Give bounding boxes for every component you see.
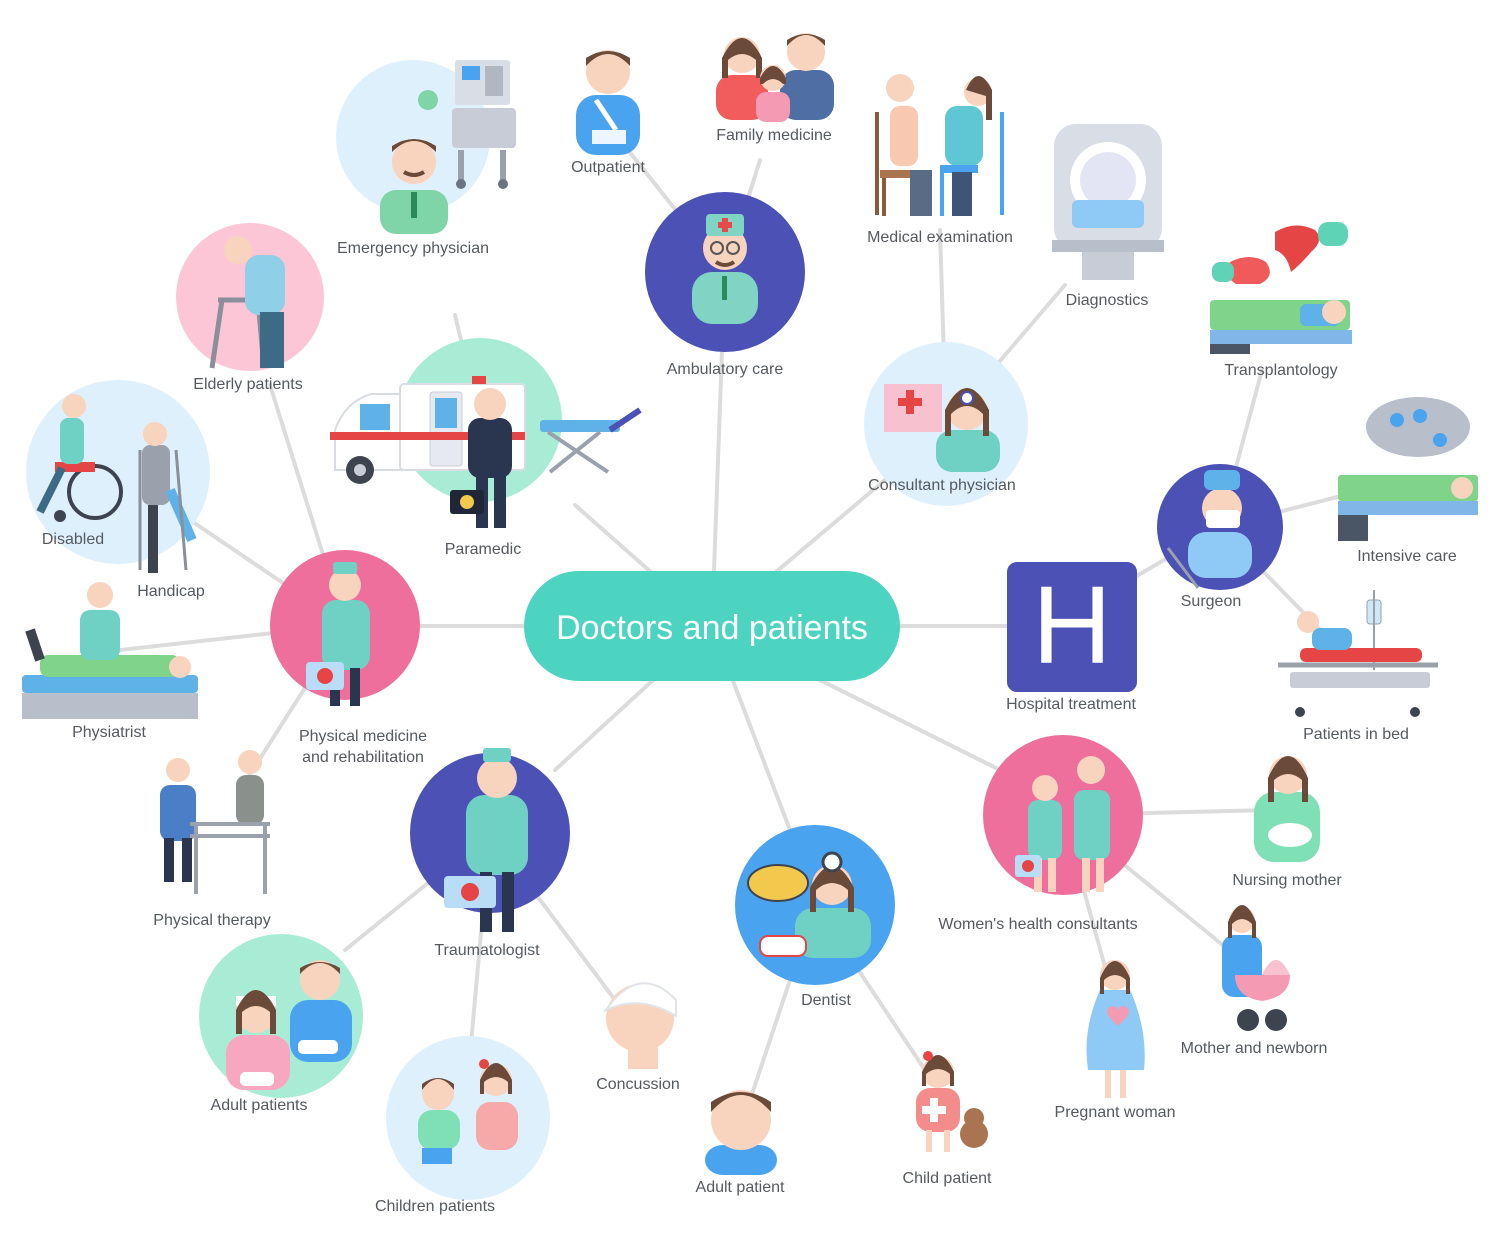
- node-physical-therapy[interactable]: Physical therapy: [153, 750, 271, 929]
- node-elderly-patients[interactable]: Elderly patients: [176, 223, 324, 393]
- node-disabled[interactable]: Disabled: [26, 380, 210, 564]
- surgeon-icon: [1166, 470, 1252, 589]
- hub-node[interactable]: Doctors and patients: [524, 571, 900, 681]
- dentist-icon: [747, 851, 871, 958]
- node-label: Concussion: [596, 1076, 680, 1093]
- nurses-icon: [1015, 756, 1110, 892]
- node-label: Physical medicine: [299, 728, 427, 745]
- trauma-doctor-icon: [444, 748, 528, 932]
- female-doctor-icon: [884, 384, 1000, 472]
- node-outpatient[interactable]: Outpatient: [571, 50, 645, 176]
- node-label: Paramedic: [445, 541, 521, 558]
- node-consultant-physician[interactable]: Consultant physician: [864, 342, 1028, 506]
- doctor-icon: [692, 214, 758, 324]
- node-dentist[interactable]: Dentist: [735, 825, 895, 1009]
- node-label: Dentist: [801, 992, 851, 1009]
- node-womens-health[interactable]: Women's health consultants: [938, 735, 1143, 933]
- node-ambulatory-care[interactable]: Ambulatory care: [645, 192, 805, 378]
- node-label: Children patients: [375, 1198, 495, 1215]
- node-mother-newborn[interactable]: Mother and newborn: [1181, 905, 1328, 1057]
- node-label: Family medicine: [716, 127, 832, 144]
- node-label: Consultant physician: [868, 477, 1016, 494]
- node-label: Diagnostics: [1066, 292, 1149, 309]
- hospital-h-icon: [1007, 562, 1137, 692]
- node-label: Handicap: [137, 583, 205, 600]
- pregnant-icon: [1086, 960, 1145, 1098]
- stroller-icon: [1222, 905, 1290, 1031]
- icu-bed-icon: [1338, 397, 1478, 541]
- stethoscope-exam-icon: [875, 74, 1004, 216]
- node-emergency-physician[interactable]: Emergency physician: [336, 60, 516, 257]
- node-label: Nursing mother: [1232, 872, 1342, 889]
- walker-elderly-icon: [209, 236, 285, 369]
- node-traumatologist[interactable]: Traumatologist: [410, 748, 570, 959]
- hub-label: Doctors and patients: [556, 609, 868, 647]
- node-patients-in-bed[interactable]: Patients in bed: [1278, 590, 1438, 743]
- node-handicap[interactable]: Handicap: [137, 422, 205, 600]
- node-children-patients[interactable]: Children patients: [375, 1036, 550, 1215]
- man-avatar-icon: [705, 1090, 777, 1175]
- node-label: Medical examination: [867, 229, 1013, 246]
- node-label: Intensive care: [1357, 548, 1457, 565]
- node-label: and rehabilitation: [302, 749, 424, 766]
- node-intensive-care[interactable]: Intensive care: [1338, 397, 1478, 565]
- node-family-medicine[interactable]: Family medicine: [716, 33, 834, 144]
- node-adult-patients[interactable]: Adult patients: [199, 934, 363, 1114]
- node-adult-patient[interactable]: Adult patient: [696, 1090, 786, 1196]
- node-diagnostics[interactable]: Diagnostics: [1052, 124, 1164, 309]
- node-label: Elderly patients: [193, 376, 302, 393]
- node-physical-medicine[interactable]: Physical medicine and rehabilitation: [270, 550, 427, 766]
- node-physiatrist[interactable]: Physiatrist: [22, 582, 198, 741]
- hospital-bed-icon: [1278, 590, 1438, 717]
- family-icon: [716, 33, 834, 122]
- doctor-anesthesia-icon: [380, 60, 516, 234]
- node-label: Patients in bed: [1303, 726, 1409, 743]
- head-bandage-icon: [602, 982, 677, 1069]
- children-icon: [418, 1059, 518, 1164]
- physio-table-icon: [22, 582, 198, 719]
- node-label: Adult patients: [211, 1097, 308, 1114]
- organ-transplant-icon: [1210, 222, 1352, 354]
- wheelchair-icon: [36, 394, 123, 522]
- node-paramedic[interactable]: Paramedic: [330, 338, 642, 558]
- node-label: Hospital treatment: [1006, 696, 1136, 713]
- hub-pill: [524, 571, 900, 681]
- ambulance-icon: [330, 376, 642, 528]
- mri-scanner-icon: [1052, 124, 1164, 280]
- hospital-letter: H: [1032, 564, 1111, 687]
- node-surgeon[interactable]: Surgeon: [1157, 464, 1283, 610]
- node-label: Child patient: [903, 1170, 993, 1187]
- node-label: Pregnant woman: [1055, 1104, 1176, 1121]
- node-label: Disabled: [42, 531, 104, 548]
- parallel-bars-icon: [160, 750, 270, 894]
- arm-sling-patient-icon: [576, 50, 640, 155]
- node-child-patient[interactable]: Child patient: [903, 1051, 993, 1187]
- node-label: Traumatologist: [434, 942, 540, 959]
- node-hospital-treatment[interactable]: H Hospital treatment: [1006, 562, 1137, 713]
- node-label: Ambulatory care: [667, 361, 784, 378]
- node-label: Women's health consultants: [938, 916, 1137, 933]
- node-label: Emergency physician: [337, 240, 489, 257]
- nursing-mother-icon: [1254, 756, 1320, 862]
- node-label: Outpatient: [571, 159, 645, 176]
- node-label: Physical therapy: [153, 912, 270, 929]
- node-nursing-mother[interactable]: Nursing mother: [1232, 756, 1342, 889]
- node-concussion[interactable]: Concussion: [596, 982, 680, 1093]
- node-label: Adult patient: [696, 1179, 786, 1196]
- bandaged-adults-icon: [226, 960, 352, 1090]
- node-label: Physiatrist: [72, 724, 146, 741]
- girl-teddy-icon: [916, 1051, 988, 1152]
- node-pregnant-woman[interactable]: Pregnant woman: [1055, 960, 1176, 1121]
- node-transplantology[interactable]: Transplantology: [1210, 222, 1352, 379]
- node-medical-examination[interactable]: Medical examination: [867, 74, 1013, 246]
- node-label: Mother and newborn: [1181, 1040, 1328, 1057]
- node-label: Surgeon: [1181, 593, 1242, 610]
- node-label: Transplantology: [1224, 362, 1337, 379]
- crutches-icon: [138, 422, 197, 573]
- rehab-doctor-icon: [306, 562, 370, 706]
